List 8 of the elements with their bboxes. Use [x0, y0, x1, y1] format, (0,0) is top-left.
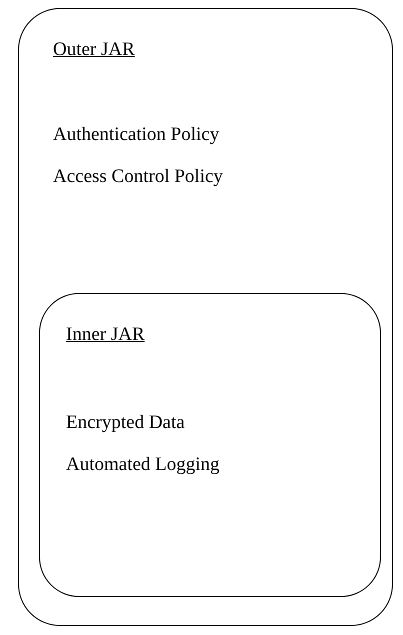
container-box [18, 8, 393, 626]
box-text: Authentication Policy [53, 124, 220, 146]
box-heading: Outer JAR [53, 39, 135, 61]
container-box [39, 293, 381, 597]
box-text: Access Control Policy [53, 166, 223, 188]
box-heading: Inner JAR [66, 324, 145, 346]
box-text: Automated Logging [66, 454, 220, 476]
box-text: Encrypted Data [66, 412, 185, 434]
